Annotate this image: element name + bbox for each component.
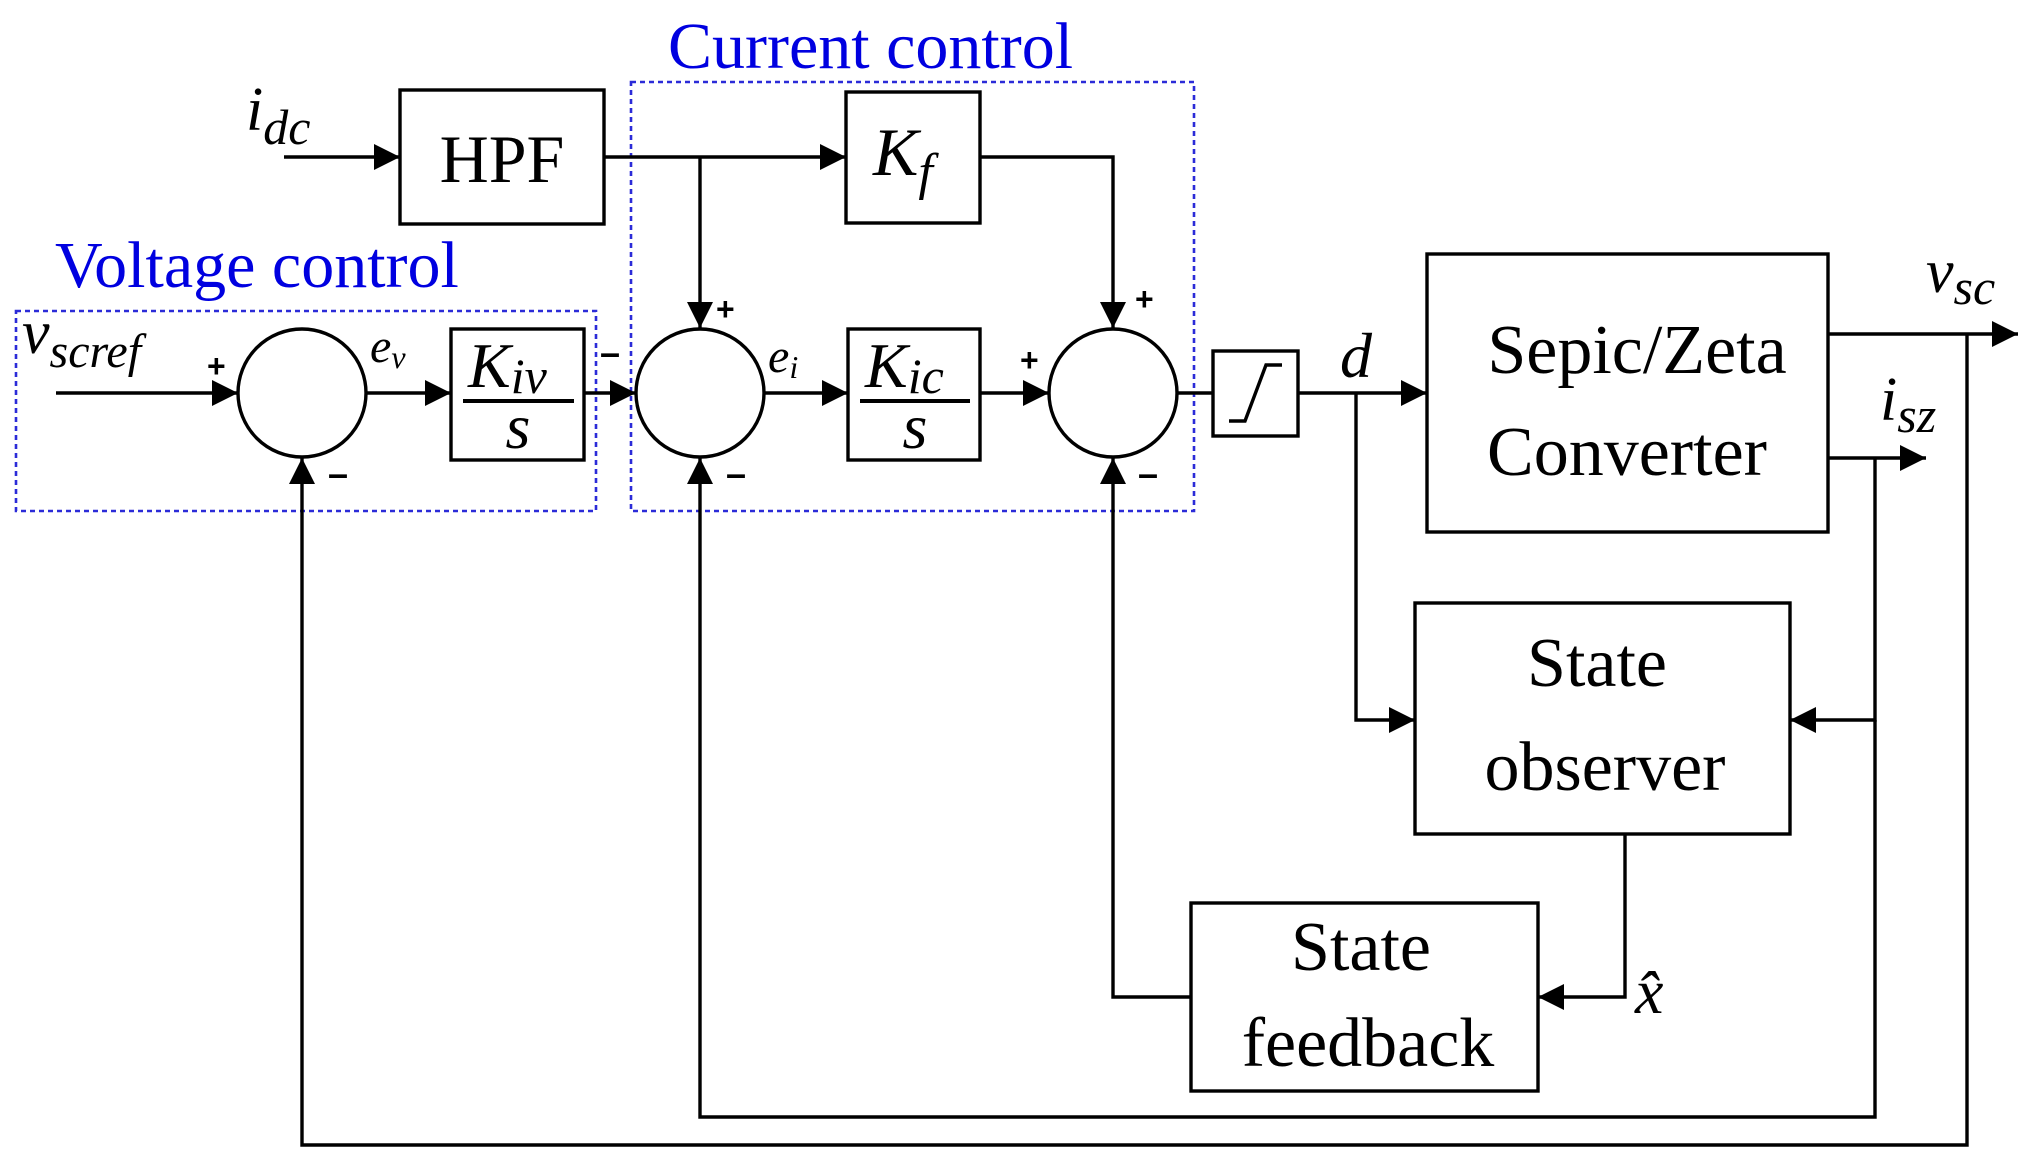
- kic-denominator: s: [903, 391, 928, 462]
- signal-ev: ev: [370, 320, 406, 375]
- wire-xhat: [1538, 834, 1627, 1010]
- sign-sum1-bottom: –: [328, 453, 348, 494]
- kic-integrator-block: [846, 327, 982, 462]
- state-feedback-block: [1189, 901, 1540, 1093]
- signal-vsc: vsc: [1926, 238, 1995, 315]
- signal-isz: isz: [1880, 366, 1936, 443]
- kiv-numerator: Kiv: [467, 330, 548, 404]
- sign-sum3-left: +: [1020, 342, 1039, 378]
- hpf-block: [398, 88, 606, 226]
- kiv-denominator: s: [506, 391, 531, 462]
- wire-vsc-loop: [289, 334, 1969, 1147]
- state-observer-block: [1413, 601, 1792, 836]
- saturation-icon: [1229, 363, 1282, 423]
- hpf-label: HPF: [440, 121, 565, 197]
- sepic-zeta-converter-block: [1425, 252, 1830, 534]
- kic-numerator: Kic: [864, 330, 944, 404]
- converter-label-line1: Sepic/Zeta: [1487, 312, 1786, 389]
- observer-label-line1: State: [1527, 625, 1667, 702]
- current-control-group: [629, 80, 1196, 513]
- voltage-control-group: [14, 309, 598, 513]
- signal-idc: idc: [246, 76, 310, 155]
- sum-junction-1: [236, 327, 368, 459]
- wire-kf-out: [980, 155, 1126, 328]
- sign-sum1-left: +: [207, 348, 226, 384]
- sign-sum2-bottom: –: [726, 453, 746, 494]
- sign-sum2-top: +: [716, 291, 735, 327]
- feedback-label-line1: State: [1291, 909, 1431, 986]
- sum-junction-2: [634, 327, 766, 459]
- sum-junction-3: [1047, 327, 1179, 459]
- kiv-integrator-block: [449, 327, 586, 462]
- signal-ei: ei: [768, 330, 798, 385]
- sign-sum3-bottom: –: [1138, 453, 1158, 494]
- wire-feedback-to-sum3: [1100, 458, 1191, 999]
- signal-vscref: vscref: [22, 299, 147, 378]
- signal-xhat: x̂: [1634, 956, 1663, 1027]
- voltage-control-label: Voltage control: [55, 229, 459, 302]
- wire-isz-loop: [687, 458, 1877, 1119]
- sign-sum3-top: +: [1135, 281, 1154, 317]
- signal-d: d: [1340, 320, 1373, 391]
- current-control-label: Current control: [668, 10, 1073, 83]
- feedback-label-line2: feedback: [1242, 1005, 1495, 1082]
- converter-label-line2: Converter: [1487, 414, 1767, 491]
- observer-label-line2: observer: [1484, 729, 1725, 806]
- sign-sum2-left: –: [600, 332, 620, 373]
- wire-d-to-observer: [1354, 393, 1415, 733]
- kf-block: [844, 90, 982, 225]
